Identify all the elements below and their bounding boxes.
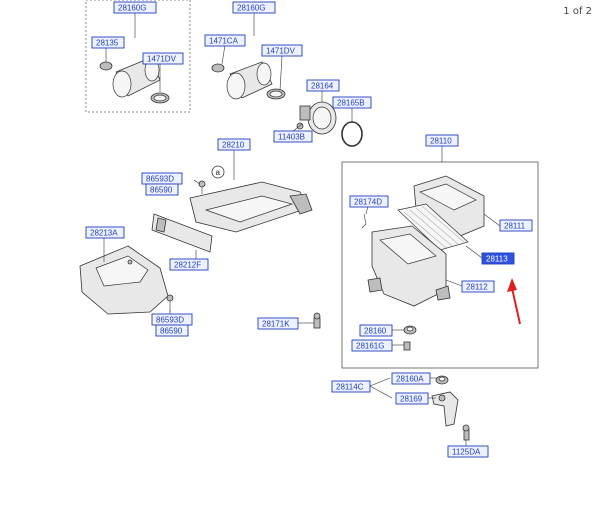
label-28112[interactable]: 28112 [461, 280, 495, 293]
hose-assembly-middle [211, 61, 286, 100]
label-28160[interactable]: 28160 [359, 324, 393, 337]
label-28160g-left[interactable]: 28160G [113, 1, 157, 14]
highlight-arrow [507, 278, 521, 325]
svg-text:28171K: 28171K [262, 320, 290, 329]
label-28161g[interactable]: 28161G [351, 339, 393, 352]
svg-text:28165B: 28165B [337, 99, 365, 108]
label-28165b[interactable]: 28165B [332, 96, 372, 109]
label-28174d[interactable]: 28174D [349, 195, 389, 208]
svg-text:1125DA: 1125DA [452, 448, 481, 457]
label-86590-upper[interactable]: 86590 [145, 183, 179, 196]
label-1125da[interactable]: 1125DA [447, 445, 489, 458]
label-1471ca[interactable]: 1471CA [204, 34, 246, 47]
bolt-lower [166, 294, 174, 312]
label-28171k[interactable]: 28171K [257, 317, 299, 330]
label-28213a[interactable]: 28213A [85, 226, 125, 239]
svg-text:28169: 28169 [400, 395, 423, 404]
svg-text:28213A: 28213A [90, 229, 118, 238]
svg-text:28110: 28110 [430, 137, 452, 146]
label-28210[interactable]: 28210 [217, 138, 251, 151]
clip-28174d [361, 213, 367, 229]
air-cleaner-body [367, 225, 451, 307]
svg-text:28112: 28112 [466, 283, 488, 292]
label-86593d-upper[interactable]: 86593D [141, 172, 183, 185]
svg-text:86593D: 86593D [146, 175, 174, 184]
svg-text:86590: 86590 [150, 186, 173, 195]
bolt-upper [198, 180, 206, 194]
stud-28161g [403, 341, 411, 351]
svg-text:28135: 28135 [96, 39, 119, 48]
group-frame-air-cleaner [341, 161, 539, 369]
hose-assembly-left [99, 57, 170, 104]
air-cleaner-cover [413, 175, 485, 237]
label-28111[interactable]: 28111 [499, 219, 533, 232]
air-flow-sensor [296, 101, 363, 147]
label-86593d-lower[interactable]: 86593D [151, 313, 193, 326]
svg-text:1471DV: 1471DV [266, 47, 296, 56]
svg-text:28160: 28160 [364, 327, 387, 336]
engine-cover [79, 245, 169, 315]
svg-text:28174D: 28174D [354, 198, 382, 207]
svg-text:28113: 28113 [486, 255, 508, 264]
filter-element [397, 203, 469, 251]
svg-text:28114C: 28114C [336, 383, 364, 392]
bracket [151, 213, 213, 253]
label-28135[interactable]: 28135 [91, 36, 125, 49]
label-28212f[interactable]: 28212F [169, 258, 209, 271]
svg-text:1471DV: 1471DV [147, 55, 177, 64]
bolt-28171k [313, 312, 321, 329]
label-28160g-mid[interactable]: 28160G [232, 1, 276, 14]
svg-text:28160A: 28160A [396, 375, 424, 384]
label-11403b[interactable]: 11403B [273, 130, 313, 143]
svg-text:28210: 28210 [222, 141, 245, 150]
callout-letter: a [216, 168, 221, 177]
label-28169[interactable]: 28169 [395, 392, 429, 405]
grommet-28160 [403, 325, 417, 335]
label-86590-lower[interactable]: 86590 [155, 324, 189, 337]
svg-text:1471CA: 1471CA [209, 37, 239, 46]
svg-text:28161G: 28161G [356, 342, 384, 351]
mount-bracket [431, 375, 470, 441]
svg-text:28111: 28111 [504, 222, 526, 231]
svg-text:86593D: 86593D [156, 316, 184, 325]
label-1471dv-left[interactable]: 1471DV [142, 52, 184, 65]
svg-text:28160G: 28160G [237, 4, 265, 13]
label-28113-highlighted[interactable]: 28113 [481, 252, 515, 265]
svg-text:28160G: 28160G [118, 4, 146, 13]
label-28110[interactable]: 28110 [425, 134, 459, 147]
intake-duct: a [189, 165, 313, 233]
group-frame-left [85, 0, 191, 113]
svg-text:86590: 86590 [160, 327, 183, 336]
label-1471dv-mid[interactable]: 1471DV [261, 44, 303, 57]
label-28114c[interactable]: 28114C [331, 380, 371, 393]
svg-text:28212F: 28212F [174, 261, 201, 270]
label-28164[interactable]: 28164 [306, 79, 340, 92]
page-indicator: 1 of 2 [563, 6, 592, 17]
svg-text:28164: 28164 [311, 82, 334, 91]
svg-text:11403B: 11403B [278, 133, 305, 142]
label-28160a[interactable]: 28160A [391, 372, 431, 385]
